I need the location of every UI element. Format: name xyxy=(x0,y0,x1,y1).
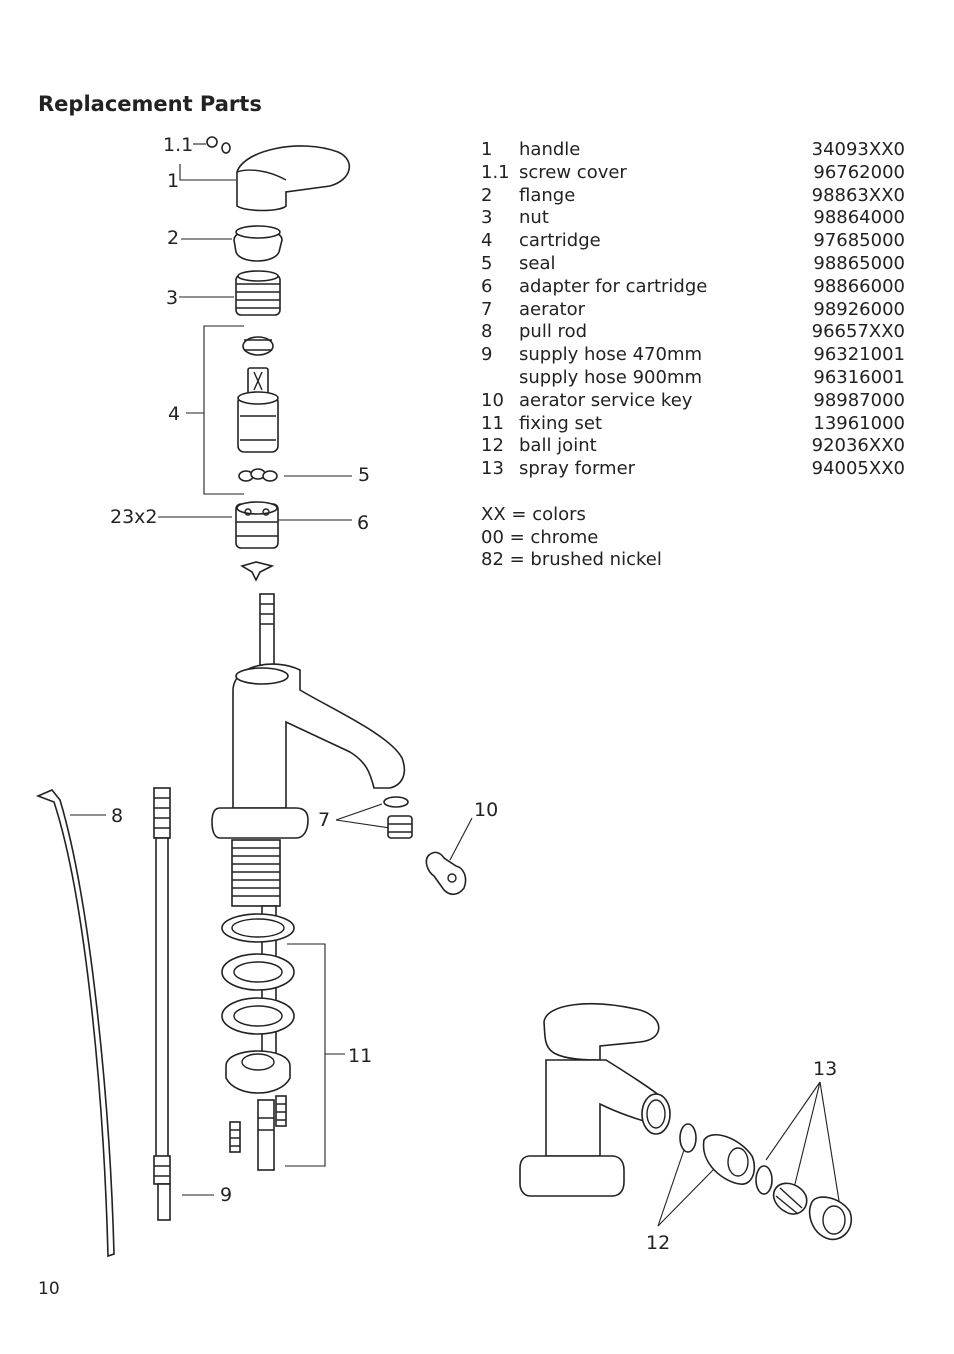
part-code: 97685000 xyxy=(813,230,905,252)
leader-lines xyxy=(70,143,841,1227)
parts-row: 3 nut 98864000 xyxy=(481,207,905,230)
parts-row: 11 fixing set 13961000 xyxy=(481,413,905,436)
label-3: 3 xyxy=(166,287,178,309)
part-description: supply hose 470mm xyxy=(519,344,703,366)
part-description: spray former xyxy=(519,458,636,480)
parts-row: 1.1 screw cover 96762000 xyxy=(481,162,905,185)
part-number: 1.1 xyxy=(481,161,510,183)
parts-row: 4 cartridge 97685000 xyxy=(481,230,905,253)
parts-row: 7 aerator 98926000 xyxy=(481,299,905,322)
parts-row: 12 ball joint 92036XX0 xyxy=(481,435,905,458)
label-9: 9 xyxy=(220,1184,232,1206)
part-code: 96657XX0 xyxy=(811,321,905,343)
supply-hose-part xyxy=(153,787,171,1221)
clip-part xyxy=(240,561,275,582)
adapter-part xyxy=(235,501,279,549)
label-12: 12 xyxy=(646,1232,670,1254)
service-key-part xyxy=(425,851,467,896)
label-7: 7 xyxy=(318,809,330,831)
parts-row: 10 aerator service key 98987000 xyxy=(481,390,905,413)
label-8: 8 xyxy=(111,805,123,827)
parts-row: 6 adapter for cartridge 98866000 xyxy=(481,276,905,299)
part-description: cartridge xyxy=(519,230,601,252)
label-1-1: 1.1 xyxy=(163,134,193,156)
part-description: pull rod xyxy=(519,321,588,343)
label-11: 11 xyxy=(348,1045,372,1067)
parts-row: 5 seal 98865000 xyxy=(481,253,905,276)
part-code: 98987000 xyxy=(813,389,905,411)
part-description: flange xyxy=(519,184,576,206)
part-code: 96316001 xyxy=(813,366,905,388)
part-description: adapter for cartridge xyxy=(519,275,708,297)
part-number: 13 xyxy=(481,458,504,480)
part-number: 10 xyxy=(481,389,504,411)
part-code: 96762000 xyxy=(813,161,905,183)
part-code: 34093XX0 xyxy=(811,139,905,160)
part-number: 7 xyxy=(481,298,493,320)
cartridge-part xyxy=(237,336,279,453)
part-code: 98865000 xyxy=(813,252,905,274)
flange-part xyxy=(233,225,283,262)
part-code: 98926000 xyxy=(813,298,905,320)
part-code: 96321001 xyxy=(813,344,905,366)
parts-row: 13 spray former 94005XX0 xyxy=(481,458,905,481)
part-code: 98863XX0 xyxy=(811,184,905,206)
part-description: aerator xyxy=(519,298,586,320)
legend-line: XX = colors xyxy=(481,504,586,525)
page-number: 10 xyxy=(38,1279,60,1299)
part-code: 94005XX0 xyxy=(811,458,905,480)
aerator-part xyxy=(383,796,413,839)
part-description: supply hose 900mm xyxy=(519,366,703,388)
label-5: 5 xyxy=(358,464,370,486)
parts-row: 8 pull rod 96657XX0 xyxy=(481,321,905,344)
parts-row: 2 flange 98863XX0 xyxy=(481,185,905,208)
part-code: 98866000 xyxy=(813,275,905,297)
handle-part xyxy=(236,145,350,212)
part-code: 98864000 xyxy=(813,207,905,229)
parts-list: 1 handle 34093XX0 1.1 screw cover 96762000 2 fl… xyxy=(481,139,905,481)
part-number: 6 xyxy=(481,275,493,297)
part-description: fixing set xyxy=(519,412,603,434)
part-description: handle xyxy=(519,139,581,160)
part-number: 1 xyxy=(481,139,493,160)
label-10: 10 xyxy=(474,799,498,821)
assembled-faucet xyxy=(519,1002,853,1241)
part-code: 13961000 xyxy=(813,412,905,434)
part-number: 12 xyxy=(481,435,504,457)
part-number: 9 xyxy=(481,344,493,366)
legend-line: 82 = brushed nickel xyxy=(481,549,662,570)
parts-row: supply hose 900mm 96316001 xyxy=(481,367,905,390)
part-description: screw cover xyxy=(519,161,627,183)
label-13: 13 xyxy=(813,1058,837,1080)
fixing-set-part xyxy=(221,905,295,1171)
seal-part xyxy=(238,468,278,482)
part-description: aerator service key xyxy=(519,389,693,411)
part-description: ball joint xyxy=(519,435,597,457)
part-description: nut xyxy=(519,207,549,229)
part-number: 8 xyxy=(481,321,493,343)
part-description: seal xyxy=(519,252,556,274)
part-number: 3 xyxy=(481,207,493,229)
page-title: Replacement Parts xyxy=(38,92,262,116)
label-6: 6 xyxy=(357,512,369,534)
parts-row: 9 supply hose 470mm 96321001 xyxy=(481,344,905,367)
label-1: 1 xyxy=(167,170,179,192)
label-4: 4 xyxy=(168,403,180,425)
legend-line: 00 = chrome xyxy=(481,526,599,548)
label-2: 2 xyxy=(167,227,179,249)
parts-row: 1 handle 34093XX0 xyxy=(481,139,905,162)
part-number: 11 xyxy=(481,412,504,434)
part-number: 2 xyxy=(481,184,493,206)
part-number: 5 xyxy=(481,252,493,274)
part-code: 92036XX0 xyxy=(811,435,905,457)
label-23x2: 23x2 xyxy=(110,506,158,528)
faucet-body xyxy=(211,593,406,907)
screw-cover-part xyxy=(206,136,231,154)
pull-rod-part xyxy=(35,789,115,1258)
part-number: 4 xyxy=(481,230,493,252)
nut-part xyxy=(235,270,281,316)
